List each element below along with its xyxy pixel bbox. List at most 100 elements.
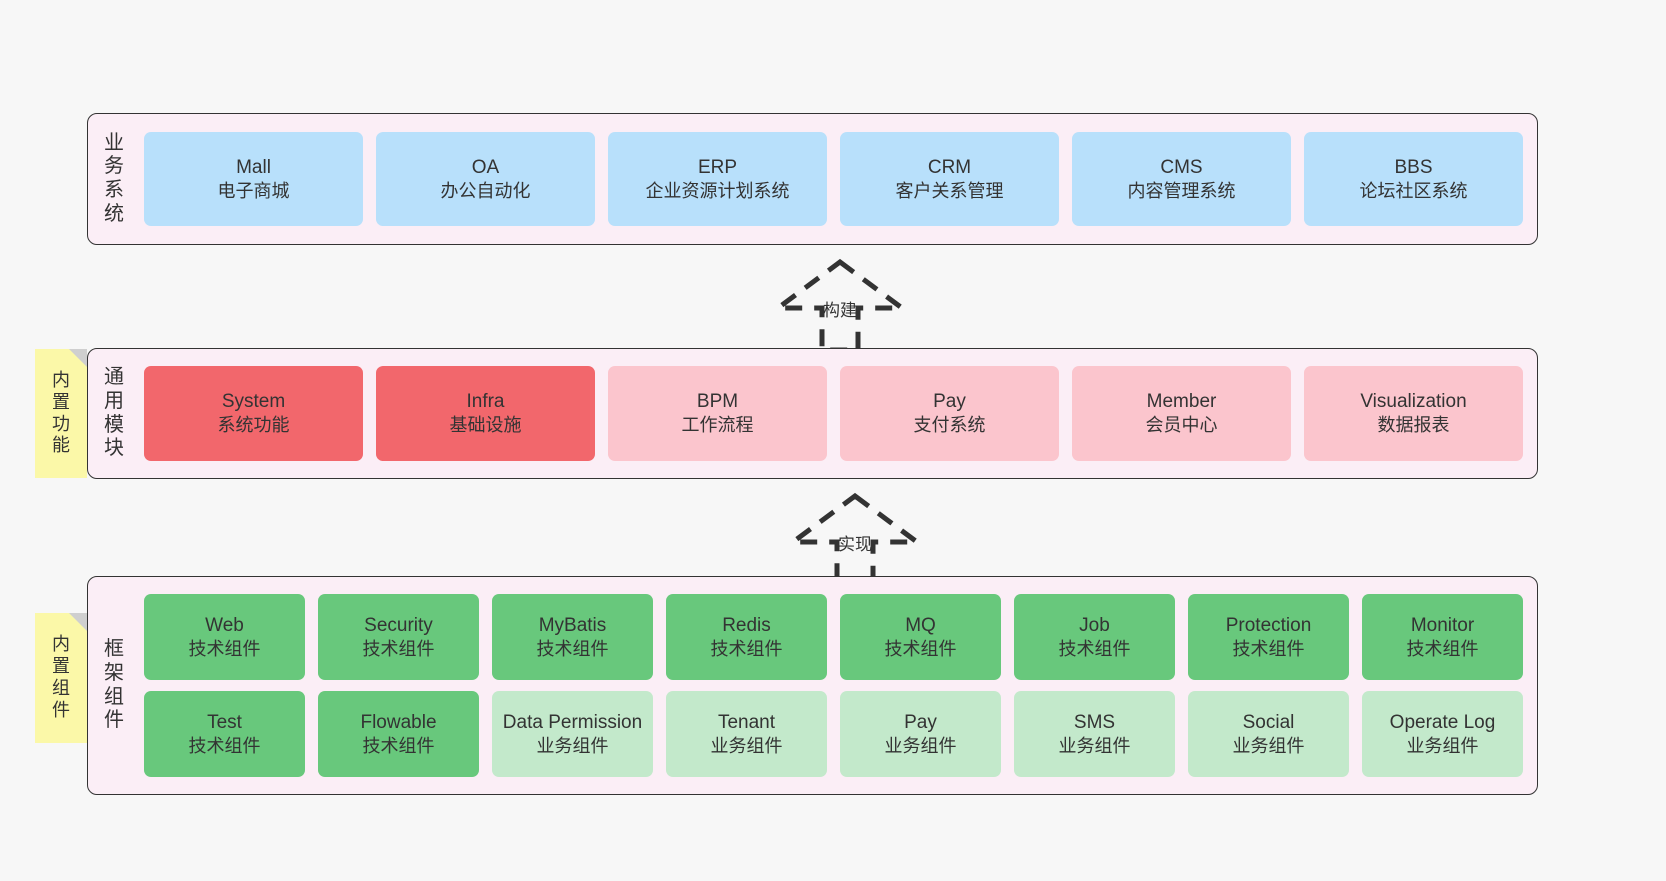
note-char: 组 xyxy=(52,678,70,698)
card-title: Flowable xyxy=(360,711,437,733)
module-card-bpm[interactable]: BPM 工作流程 xyxy=(608,366,827,461)
component-card-mq[interactable]: MQ 技术组件 xyxy=(840,594,1001,680)
card-title: Monitor xyxy=(1410,614,1475,636)
implement-arrow-label: 实现 xyxy=(838,535,872,554)
note-fold-icon xyxy=(69,613,87,631)
card-title: Mall xyxy=(236,156,271,178)
component-card-monitor[interactable]: Monitor 技术组件 xyxy=(1362,594,1523,680)
note-char: 内 xyxy=(52,369,70,390)
layer-title-char: 模 xyxy=(104,413,124,436)
card-title: SMS xyxy=(1073,711,1116,733)
layer-title-char: 组 xyxy=(104,685,124,708)
card-title: Pay xyxy=(933,391,966,413)
component-card-job[interactable]: Job 技术组件 xyxy=(1014,594,1175,680)
card-title: Job xyxy=(1079,614,1110,636)
card-subtitle: 内容管理系统 xyxy=(1127,180,1236,201)
component-card-data-permission[interactable]: Data Permission 业务组件 xyxy=(492,691,653,777)
component-card-test[interactable]: Test 技术组件 xyxy=(144,691,305,777)
module-card-member[interactable]: Member 会员中心 xyxy=(1072,366,1291,461)
card-subtitle: 论坛社区系统 xyxy=(1359,180,1468,201)
layer-title-char: 通 xyxy=(104,366,124,389)
card-subtitle: 业务组件 xyxy=(1058,735,1131,756)
business-card-crm[interactable]: CRM 客户关系管理 xyxy=(840,132,1059,226)
note-fold-icon xyxy=(69,349,87,367)
card-subtitle: 业务组件 xyxy=(1406,735,1479,756)
card-title: Social xyxy=(1242,711,1295,733)
framework-component-layer-title: 框 架 组 件 xyxy=(88,577,140,794)
module-card-infra[interactable]: Infra 基础设施 xyxy=(376,366,595,461)
card-title: Pay xyxy=(904,711,937,733)
card-subtitle: 技术组件 xyxy=(710,638,783,659)
module-card-pay[interactable]: Pay 支付系统 xyxy=(840,366,1059,461)
framework-component-grid: Web 技术组件 Security 技术组件 MyBatis 技术组件 Redi… xyxy=(140,577,1537,794)
card-subtitle: 基础设施 xyxy=(449,415,522,436)
card-subtitle: 支付系统 xyxy=(913,415,986,436)
component-card-web[interactable]: Web 技术组件 xyxy=(144,594,305,680)
card-title: System xyxy=(221,391,286,413)
common-module-layer: 通 用 模 块 System 系统功能 Infra 基础设施 BPM 工作流程 … xyxy=(87,348,1538,479)
card-subtitle: 会员中心 xyxy=(1145,415,1218,436)
business-card-oa[interactable]: OA 办公自动化 xyxy=(376,132,595,226)
card-subtitle: 客户关系管理 xyxy=(895,180,1004,201)
business-system-layer: 业 务 系 统 Mall 电子商城 OA 办公自动化 ERP 企业资源计划系统 … xyxy=(87,113,1538,245)
card-subtitle: 企业资源计划系统 xyxy=(645,180,790,201)
implement-relation-arrow: 实现 xyxy=(775,492,935,588)
card-title: Test xyxy=(207,711,242,733)
card-title: CMS xyxy=(1160,156,1203,178)
card-subtitle: 技术组件 xyxy=(884,638,957,659)
card-title: Security xyxy=(364,614,433,636)
note-char: 能 xyxy=(52,435,70,456)
card-subtitle: 技术组件 xyxy=(1232,638,1305,659)
card-subtitle: 技术组件 xyxy=(362,638,435,659)
component-card-social[interactable]: Social 业务组件 xyxy=(1188,691,1349,777)
card-title: Member xyxy=(1146,391,1217,413)
layer-title-char: 业 xyxy=(104,131,124,154)
business-system-card-row: Mall 电子商城 OA 办公自动化 ERP 企业资源计划系统 CRM 客户关系… xyxy=(140,114,1537,244)
card-subtitle: 系统功能 xyxy=(217,415,290,436)
business-card-erp[interactable]: ERP 企业资源计划系统 xyxy=(608,132,827,226)
component-card-protection[interactable]: Protection 技术组件 xyxy=(1188,594,1349,680)
card-title: Web xyxy=(205,614,244,636)
component-card-operate-log[interactable]: Operate Log 业务组件 xyxy=(1362,691,1523,777)
card-title: Operate Log xyxy=(1389,711,1496,733)
card-subtitle: 电子商城 xyxy=(217,180,290,201)
card-title: Data Permission xyxy=(502,711,643,733)
component-card-sms[interactable]: SMS 业务组件 xyxy=(1014,691,1175,777)
component-card-tenant[interactable]: Tenant 业务组件 xyxy=(666,691,827,777)
card-subtitle: 技术组件 xyxy=(536,638,609,659)
note-char: 件 xyxy=(52,699,70,720)
card-title: BPM xyxy=(696,391,739,413)
business-card-cms[interactable]: CMS 内容管理系统 xyxy=(1072,132,1291,226)
card-subtitle: 业务组件 xyxy=(536,735,609,756)
card-title: MyBatis xyxy=(538,614,607,636)
layer-title-char: 块 xyxy=(104,437,124,460)
component-card-security[interactable]: Security 技术组件 xyxy=(318,594,479,680)
card-subtitle: 技术组件 xyxy=(1406,638,1479,659)
framework-component-layer: 框 架 组 件 Web 技术组件 Security 技术组件 MyBatis 技… xyxy=(87,576,1538,795)
module-card-system[interactable]: System 系统功能 xyxy=(144,366,363,461)
build-relation-arrow: 构建 xyxy=(760,258,920,354)
card-subtitle: 工作流程 xyxy=(681,415,754,436)
framework-component-row-business: Test 技术组件 Flowable 技术组件 Data Permission … xyxy=(144,691,1523,777)
component-card-mybatis[interactable]: MyBatis 技术组件 xyxy=(492,594,653,680)
business-card-mall[interactable]: Mall 电子商城 xyxy=(144,132,363,226)
business-card-bbs[interactable]: BBS 论坛社区系统 xyxy=(1304,132,1523,226)
layer-title-char: 统 xyxy=(104,202,124,225)
layer-title-char: 框 xyxy=(104,638,124,661)
card-title: CRM xyxy=(927,156,972,178)
layer-title-char: 务 xyxy=(104,155,124,178)
component-card-redis[interactable]: Redis 技术组件 xyxy=(666,594,827,680)
framework-component-row-tech: Web 技术组件 Security 技术组件 MyBatis 技术组件 Redi… xyxy=(144,594,1523,680)
component-card-flowable[interactable]: Flowable 技术组件 xyxy=(318,691,479,777)
note-char: 功 xyxy=(52,413,70,434)
component-card-pay[interactable]: Pay 业务组件 xyxy=(840,691,1001,777)
note-builtin-feature: 内 置 功 能 xyxy=(35,349,87,478)
business-system-layer-title: 业 务 系 统 xyxy=(88,114,140,244)
card-title: Infra xyxy=(466,391,505,413)
module-card-visualization[interactable]: Visualization 数据报表 xyxy=(1304,366,1523,461)
card-title: Tenant xyxy=(717,711,776,733)
common-module-card-row: System 系统功能 Infra 基础设施 BPM 工作流程 Pay 支付系统… xyxy=(140,349,1537,478)
note-builtin-component: 内 置 组 件 xyxy=(35,613,87,743)
card-subtitle: 技术组件 xyxy=(362,735,435,756)
layer-title-char: 架 xyxy=(104,661,124,684)
